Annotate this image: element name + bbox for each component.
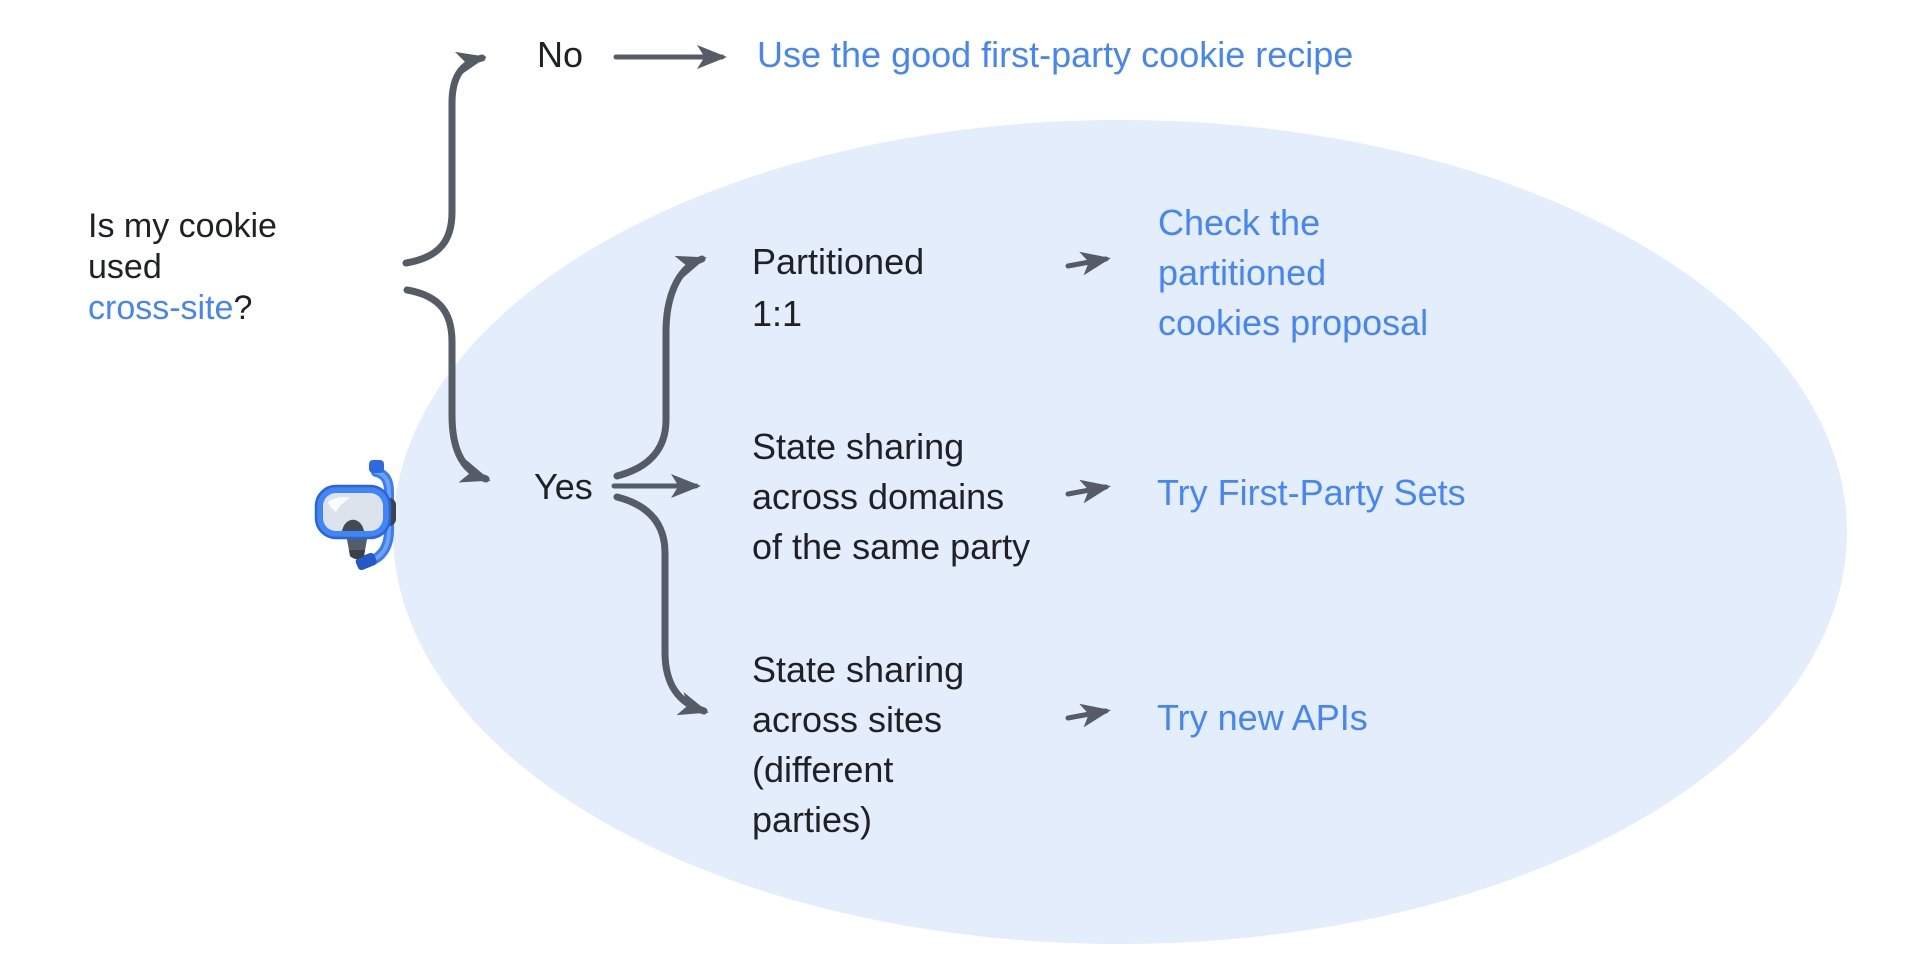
first-party-sets-link[interactable]: Try First-Party Sets [1157,472,1466,513]
no-label: No [537,34,584,75]
partitioned-cookies-proposal-link[interactable]: Check the partitioned cookies proposal [1158,202,1429,343]
diving-mask-icon [314,460,396,571]
arrow-yes-to-partitioned [613,255,707,480]
cross-site-highlight: cross-site [88,289,234,327]
yes-label: Yes [534,466,593,507]
arrow-yes-to-state-sites [613,493,709,716]
arrow-partitioned-to-check [1065,251,1111,276]
cross-site-highlight-ellipse [393,120,1847,944]
new-apis-link[interactable]: Try new APIs [1157,697,1368,738]
arrow-question-to-no [402,51,487,267]
state-sharing-sites-label: State sharing across sites (different pa… [752,649,965,840]
question-prefix: Is my cookie used [88,207,277,286]
state-sharing-domains-label: State sharing across domains of the same… [752,426,1031,567]
first-party-recipe-link[interactable]: Use the good first-party cookie recipe [757,34,1354,75]
question-text: Is my cookie used cross-site? [88,206,277,329]
partitioned-label: Partitioned 1:1 [752,241,925,334]
arrow-question-to-yes [403,286,491,483]
question-suffix: ? [233,289,253,327]
arrow-sites-to-apis [1065,703,1111,728]
arrow-domains-to-fps [1065,479,1111,504]
